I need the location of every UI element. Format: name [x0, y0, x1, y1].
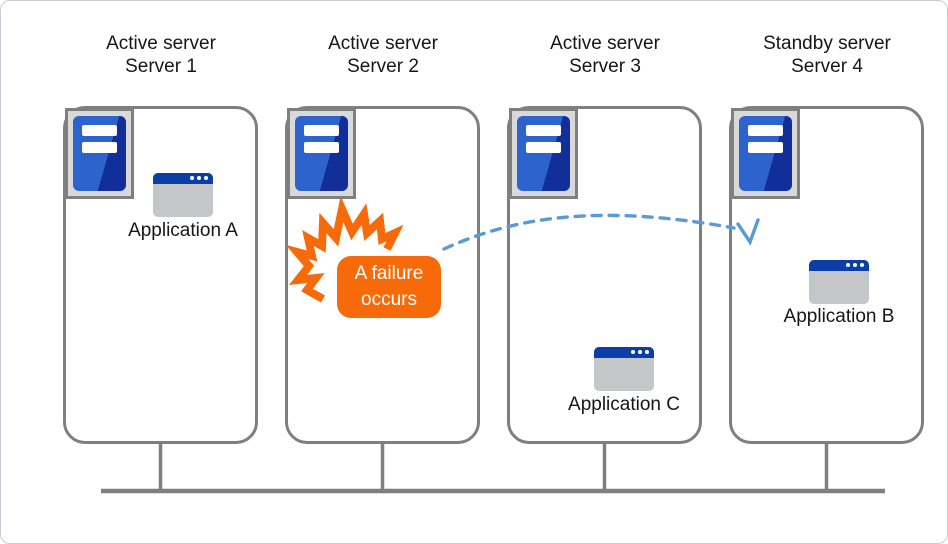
server-3-name: Server 3	[569, 56, 641, 77]
server-tower-body	[739, 116, 792, 191]
server-1-role: Active server	[106, 33, 216, 54]
server-tower-body	[295, 116, 348, 191]
server-3-header: Active server Server 3	[495, 32, 715, 78]
app-window-titlebar	[809, 260, 869, 271]
app-window-icon	[809, 260, 869, 304]
app-window-titlebar	[594, 347, 654, 358]
application-a-label: Application A	[128, 220, 238, 241]
app-window-icon	[594, 347, 654, 391]
app-window-dots	[631, 350, 649, 354]
failure-badge: A failure occurs	[337, 256, 441, 318]
app-window-dots	[190, 176, 208, 180]
server-2-role: Active server	[328, 33, 438, 54]
server-tower-body	[73, 116, 126, 191]
server-4-role: Standby server	[763, 33, 891, 54]
server-tower-icon	[65, 108, 134, 199]
server-4-name: Server 4	[791, 56, 863, 77]
server-2-header: Active server Server 2	[273, 32, 493, 78]
server-3-role: Active server	[550, 33, 660, 54]
server-4-header: Standby server Server 4	[717, 32, 937, 78]
server-tower-icon	[287, 108, 356, 199]
server-1-name: Server 1	[125, 56, 197, 77]
server-2-name: Server 2	[347, 56, 419, 77]
server-tower-body	[517, 116, 570, 191]
server-1-header: Active server Server 1	[51, 32, 271, 78]
app-window-titlebar	[153, 173, 213, 184]
server-tower-icon	[509, 108, 578, 199]
app-window-icon	[153, 173, 213, 217]
app-window-dots	[846, 263, 864, 267]
server-tower-icon	[731, 108, 800, 199]
application-c-label: Application C	[568, 394, 680, 415]
application-b-label: Application B	[783, 306, 895, 327]
